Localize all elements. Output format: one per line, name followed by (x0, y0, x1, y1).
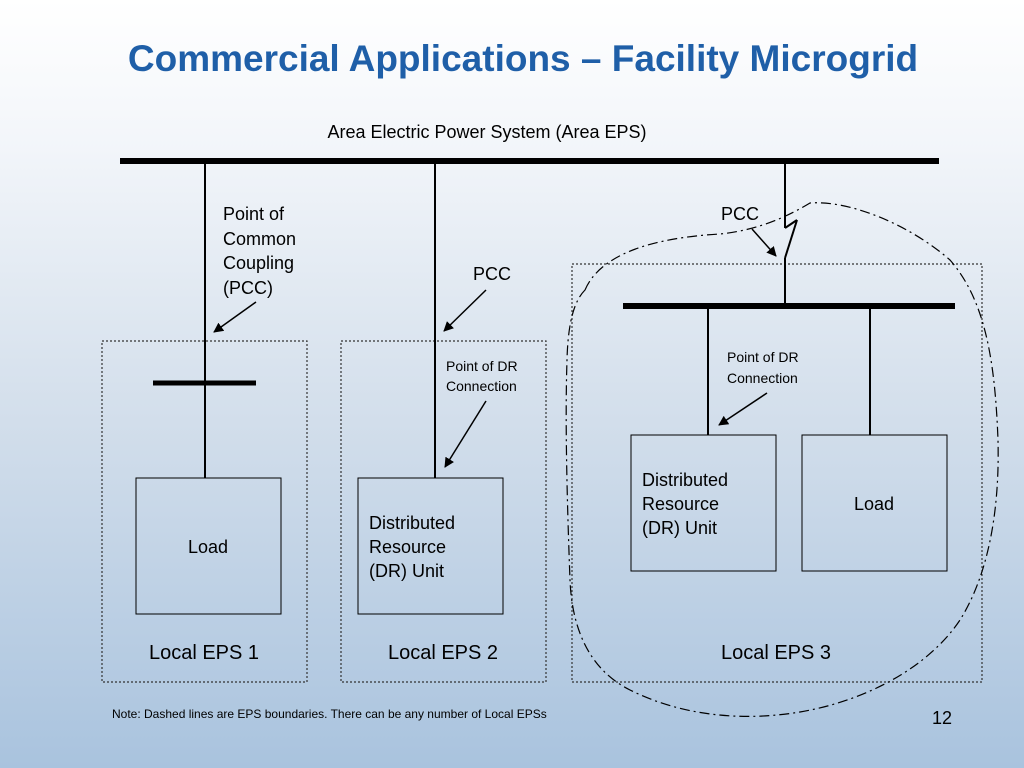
eps2-dr-unit-label: Distributed Resource (DR) Unit (369, 513, 460, 581)
local-eps-2-label: Local EPS 2 (388, 642, 498, 664)
eps2-dr-arrow (444, 400, 487, 468)
eps3-pcc-switch-blade (784, 219, 798, 259)
page-number: 12 (932, 708, 953, 728)
slide-note: Note: Dashed lines are EPS boundaries. T… (112, 707, 547, 721)
local-eps-1-boundary (101, 340, 308, 683)
eps1-pcc-arrow (213, 301, 257, 333)
eps3-load-label: Load (854, 494, 894, 514)
eps2-dr-connection-label: Point of DR Connection (446, 358, 521, 394)
eps3-pcc-arrow (751, 228, 777, 257)
eps3-dr-unit-box (630, 434, 777, 572)
eps2-pcc-label: PCC (473, 264, 511, 284)
local-eps-1-label: Local EPS 1 (149, 642, 259, 664)
eps3-load-box (801, 434, 948, 572)
eps3-dr-arrow (718, 392, 768, 426)
eps1-pcc-label: Point of Common Coupling (PCC) (223, 204, 301, 298)
local-eps-3-label: Local EPS 3 (721, 642, 831, 664)
eps2-dr-unit-box (357, 477, 504, 615)
eps1-load-box (135, 477, 282, 615)
local-eps-3-boundary (571, 263, 983, 683)
eps1-load-label: Load (188, 537, 228, 557)
eps3-dr-connection-label: Point of DR Connection (727, 349, 802, 386)
slide-title: Commercial Applications – Facility Micro… (127, 38, 919, 79)
eps3-pcc-switch (784, 219, 798, 229)
eps3-pcc-label: PCC (721, 204, 759, 224)
eps3-dr-unit-label: Distributed Resource (DR) Unit (642, 470, 733, 538)
eps2-pcc-arrow (443, 289, 487, 332)
area-eps-label: Area Electric Power System (Area EPS) (327, 122, 646, 142)
local-eps-2-boundary (340, 340, 547, 683)
